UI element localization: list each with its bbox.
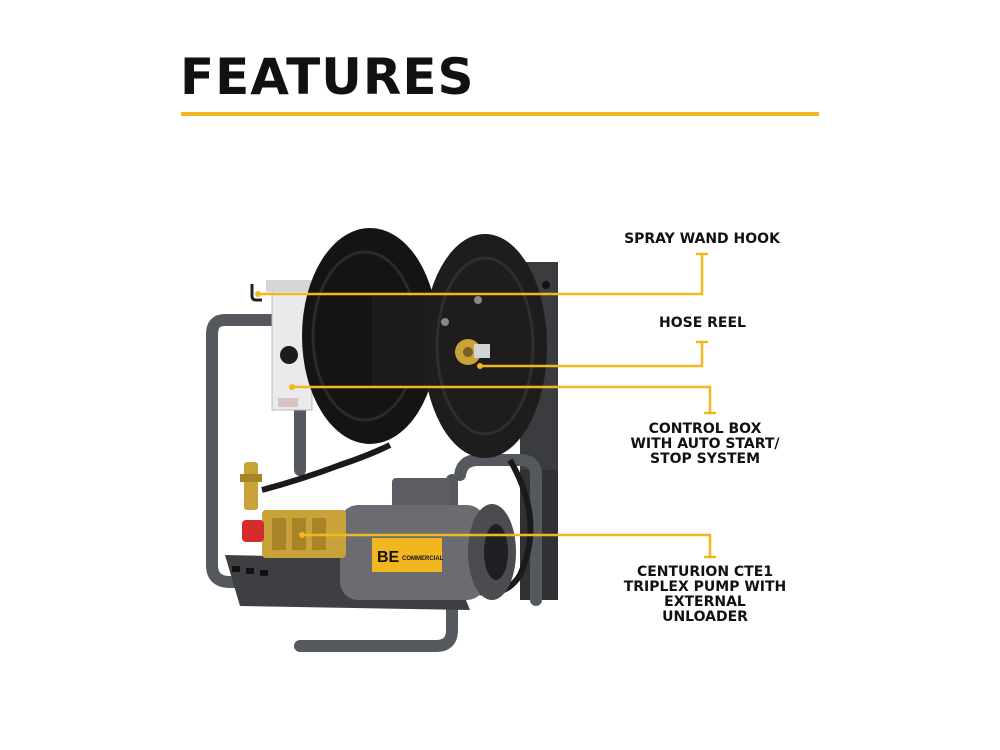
- callout-spray-wand-hook: SPRAY WAND HOOK: [607, 232, 797, 247]
- callout-triplex-pump: CENTURION CTE1 TRIPLEX PUMP WITH EXTERNA…: [605, 565, 805, 625]
- badge-text: COMMERCIAL: [402, 556, 444, 562]
- callout-line: EXTERNAL: [664, 594, 746, 610]
- connector-triplex-pump: [302, 533, 716, 559]
- connector-control-box: [292, 385, 716, 415]
- callout-line: TRIPLEX PUMP WITH: [623, 579, 787, 595]
- spray-wand-hook: [250, 284, 262, 302]
- callout-line: HOSE REEL: [659, 315, 746, 331]
- callout-anchor-dots: [255, 291, 483, 538]
- connector-hose-reel: [480, 340, 708, 368]
- connector-spray-wand-hook: [258, 252, 708, 296]
- callout-line: CENTURION CTE1: [636, 564, 774, 580]
- hose-reel: [302, 228, 547, 458]
- callout-line: WITH AUTO START/: [630, 436, 780, 452]
- callout-control-box: CONTROL BOX WITH AUTO START/ STOP SYSTEM: [610, 422, 800, 467]
- unloader-valve: [240, 462, 262, 510]
- badge-logo: BE: [377, 549, 400, 566]
- page-title: FEATURES: [180, 48, 475, 106]
- title-underline: [181, 112, 819, 116]
- callout-line: STOP SYSTEM: [649, 451, 761, 467]
- callout-line: UNLOADER: [662, 609, 748, 625]
- motor: [340, 478, 516, 600]
- callout-line: SPRAY WAND HOOK: [624, 231, 780, 247]
- callout-hose-reel: HOSE REEL: [615, 316, 790, 331]
- callout-connectors: [258, 252, 716, 559]
- callout-line: CONTROL BOX: [648, 421, 762, 437]
